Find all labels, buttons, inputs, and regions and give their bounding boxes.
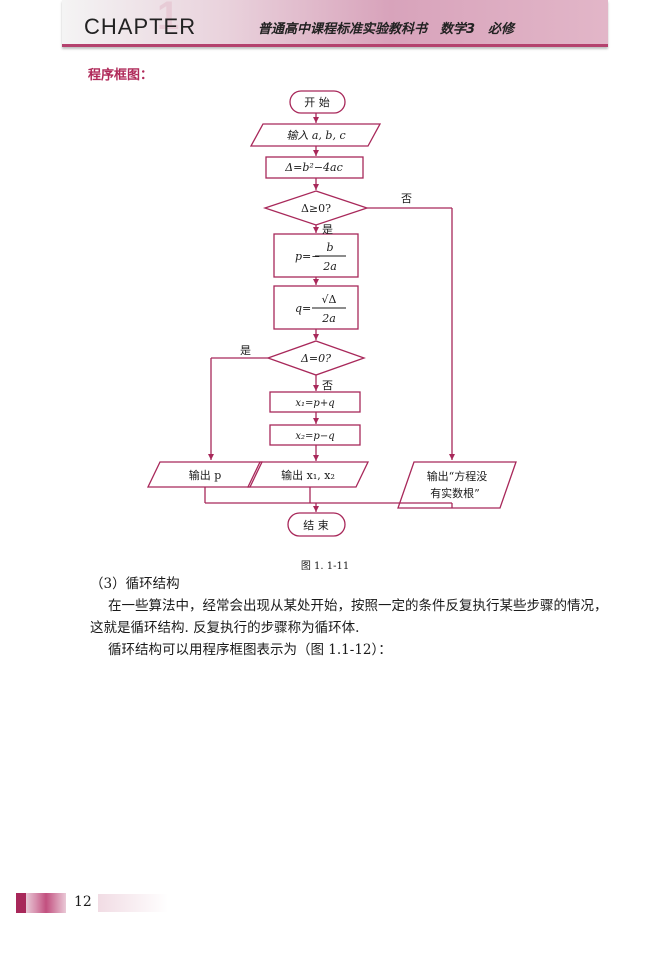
page-number: 12	[74, 894, 92, 910]
output-no-root-box	[397, 461, 517, 509]
x2-process	[269, 424, 361, 446]
delta-text: Δ=b²−4ac	[284, 161, 343, 174]
chapter-label: CHAPTER	[84, 14, 197, 39]
input-box	[249, 123, 382, 147]
q-denominator: 2a	[321, 312, 336, 325]
figure-caption: 图 1. 1-11	[300, 561, 350, 572]
cond2-no-label: 否	[322, 379, 333, 392]
q-process	[273, 285, 359, 330]
section-label: 程序框图：	[88, 68, 154, 83]
q-lhs-text: q=	[295, 302, 311, 315]
paragraph-2: 循环结构可以用程序框图表示为（图 1.1-12）：	[108, 642, 392, 658]
input-text: 输入 a, b, c	[286, 129, 345, 142]
end-text: 结 束	[303, 519, 329, 532]
book-title: 普通高中课程标准实验教科书 数学3 必修	[258, 22, 515, 37]
chapter-number: 1	[157, 0, 180, 38]
x1-process	[269, 391, 361, 413]
output-no-root-line1: 输出“方程没	[427, 469, 488, 483]
p-denominator: 2a	[322, 260, 337, 273]
cond1-text: Δ≥0?	[301, 202, 331, 215]
paragraph-1-line-1: 在一些算法中，经常会出现从某处开始，按照一定的条件反复执行某些步骤的情况，	[108, 598, 608, 614]
output-p-text: 输出 p	[189, 468, 222, 482]
cond2-text: Δ=0?	[300, 352, 331, 365]
paragraph-1-line-2: 这就是循环结构. 反复执行的步骤称为循环体.	[90, 620, 360, 636]
delta-process	[265, 156, 364, 179]
x2-text: x₂=p−q	[295, 431, 334, 442]
cond1-no-label: 否	[401, 192, 412, 205]
cond2-yes-label: 是	[240, 344, 251, 357]
subheading: （3）循环结构	[90, 576, 180, 592]
output-x-text: 输出 x₁, x₂	[281, 468, 335, 482]
body-text: （3）循环结构 在一些算法中，经常会出现从某处开始，按照一定的条件反复执行某些步…	[90, 573, 612, 661]
start-text: 开 始	[304, 95, 330, 109]
footer-color-bar	[16, 893, 66, 913]
output-no-root-line2: 有实数根”	[430, 486, 480, 500]
end-terminal	[287, 512, 346, 537]
x1-text: x₁=p+q	[295, 398, 334, 409]
p-lhs-text: p=−	[295, 250, 320, 263]
output-x-box	[246, 461, 370, 488]
q-numerator: √Δ	[322, 293, 337, 306]
footer-decoration	[98, 894, 168, 912]
cond1-yes-label: 是	[322, 223, 333, 236]
start-terminal	[289, 90, 346, 114]
page-header: 1 CHAPTER 普通高中课程标准实验教科书 数学3 必修	[62, 0, 608, 47]
flowchart: 开 始 输入 a, b, c Δ=b²−4ac Δ≥0? 否 是 p=− b 2…	[146, 90, 517, 537]
p-numerator: b	[326, 241, 333, 254]
